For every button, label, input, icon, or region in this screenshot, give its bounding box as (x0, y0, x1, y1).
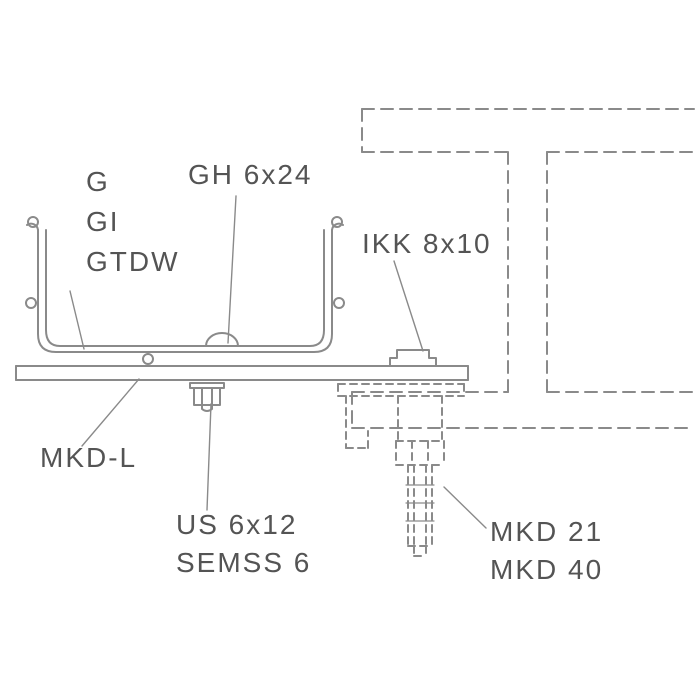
leader-holder (393, 260, 424, 352)
leader-clamp (443, 486, 487, 529)
beam-clamp-outline (337, 383, 465, 557)
leader-bolt (227, 195, 237, 344)
leader-rail (81, 378, 140, 447)
label-clamp-mkd21: MKD 21 (490, 516, 603, 547)
leader-screw (206, 403, 212, 511)
cable-tray-outline (25, 216, 345, 365)
rod-thread-marks (405, 484, 435, 522)
holder-clamp (389, 349, 437, 367)
label-tray-type-gi: GI (86, 206, 120, 237)
label-holder: IKK 8x10 (362, 228, 492, 259)
leader-lines (69, 195, 487, 529)
label-screw-us: US 6x12 (176, 509, 297, 540)
nut-washer-assembly (189, 382, 225, 412)
tray-bolt-head (203, 332, 241, 347)
annotation-labels: G GI GTDW GH 6x24 IKK 8x10 MKD-L US 6x12… (40, 159, 603, 585)
label-rail: MKD-L (40, 442, 137, 473)
label-clamp-mkd40: MKD 40 (490, 554, 603, 585)
label-screw-semss: SEMSS 6 (176, 547, 311, 578)
leader-tray-types (69, 290, 85, 350)
label-bolt: GH 6x24 (188, 159, 313, 190)
label-tray-type-gtdw: GTDW (86, 246, 180, 277)
steel-beam-outline (351, 108, 695, 429)
label-tray-type-g: G (86, 166, 110, 197)
mounting-rail (15, 365, 469, 381)
